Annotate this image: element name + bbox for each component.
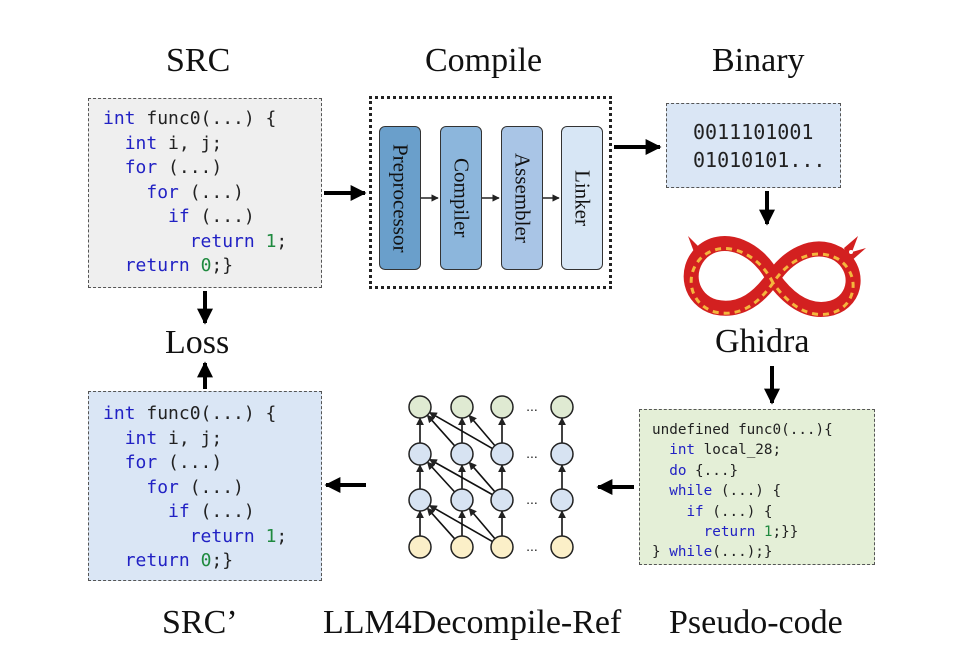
nn-ellipsis: ...: [526, 398, 538, 414]
nn-ellipsis: ...: [526, 491, 538, 507]
nn-ellipsis: ...: [526, 538, 538, 554]
nn-node: [450, 535, 474, 559]
ghidra-title: Ghidra: [715, 323, 810, 360]
stage-compiler-label: Compiler: [449, 158, 474, 238]
binary-title: Binary: [712, 42, 805, 79]
src-code-line-6: return 1;: [189, 230, 288, 252]
stage-assembler: Assembler: [501, 126, 543, 270]
src-prime-code-line-6: return 1;: [189, 525, 288, 547]
src-code-line-4: for (...): [146, 181, 244, 203]
pseudo-code-box: undefined func0(...){ int local_28; do {…: [639, 409, 875, 565]
nn-node: [450, 442, 474, 466]
src-code-box: int func0(...) { int i, j; for (...) for…: [88, 98, 322, 288]
nn-node: [408, 488, 432, 512]
nn-node: [450, 395, 474, 419]
src-prime-code-line-3: for (...): [124, 452, 223, 473]
compile-pipeline-frame: [369, 96, 612, 289]
pseudo-code-line-5: if (...) {: [686, 503, 773, 520]
model-title: LLM4Decompile-Ref: [323, 604, 622, 641]
stage-preprocessor-label: Preprocessor: [388, 143, 413, 253]
src-prime-code-line-1: int func0(...) {: [103, 403, 277, 424]
src-prime-code-line-2: int i, j;: [124, 427, 223, 449]
nn-node: [408, 442, 432, 466]
src-prime-code-line-4: for (...): [146, 476, 244, 498]
stage-assembler-label: Assembler: [510, 153, 535, 243]
src-code-line-5: if (...): [168, 206, 255, 227]
nn-edge: [428, 504, 493, 543]
pseudo-code-line-1: undefined func0(...){: [652, 422, 833, 438]
nn-edge: [468, 507, 496, 540]
nn-node: [550, 488, 574, 512]
src-code-line-3: for (...): [124, 157, 223, 178]
pseudo-code-title: Pseudo-code: [669, 604, 843, 641]
nn-node: [408, 535, 432, 559]
src-prime-title: SRC’: [162, 604, 238, 641]
nn-node: [490, 442, 514, 466]
nn-node: [550, 395, 574, 419]
src-prime-code-line-7: return 0;}: [124, 550, 234, 571]
nn-edge: [468, 414, 496, 447]
nn-edge: [426, 414, 456, 447]
src-title: SRC: [166, 42, 231, 79]
compile-title: Compile: [425, 42, 543, 79]
nn-node: [450, 488, 474, 512]
nn-node: [490, 488, 514, 512]
pseudo-code-line-3: do {...}: [669, 462, 739, 479]
loss-title: Loss: [165, 324, 230, 361]
pseudo-code-line-4: while (...) {: [669, 483, 782, 500]
stage-preprocessor: Preprocessor: [379, 126, 421, 270]
src-code-line-7: return 0;}: [124, 255, 234, 276]
neural-network-icon: ............: [408, 395, 574, 559]
src-code-line-2: int i, j;: [124, 132, 223, 154]
nn-node: [490, 395, 514, 419]
src-code-line-1: int func0(...) {: [103, 108, 277, 129]
binary-box: 0011101001 01010101...: [666, 103, 841, 188]
pseudo-code-line-2: int local_28;: [669, 442, 782, 459]
stage-linker-label: Linker: [570, 170, 595, 226]
nn-node: [490, 535, 514, 559]
pseudo-code-line-6: return 1;}}: [703, 524, 799, 541]
ghidra-logo-icon: [683, 236, 866, 317]
stage-compiler: Compiler: [440, 126, 482, 270]
nn-node: [550, 535, 574, 559]
pseudo-code-line-7: } while(...);}: [652, 544, 773, 561]
src-prime-code-line-5: if (...): [168, 501, 255, 522]
nn-ellipsis: ...: [526, 445, 538, 461]
stage-linker: Linker: [561, 126, 603, 270]
src-prime-code-box: int func0(...) { int i, j; for (...) for…: [88, 391, 322, 581]
nn-edge: [428, 411, 493, 450]
nn-edge: [428, 458, 493, 496]
nn-edge: [426, 507, 456, 540]
nn-node: [550, 442, 574, 466]
nn-edge: [468, 461, 496, 493]
binary-line-1: 0011101001: [693, 120, 814, 144]
nn-node: [408, 395, 432, 419]
nn-edge: [426, 461, 456, 493]
binary-line-2: 01010101...: [693, 148, 826, 172]
